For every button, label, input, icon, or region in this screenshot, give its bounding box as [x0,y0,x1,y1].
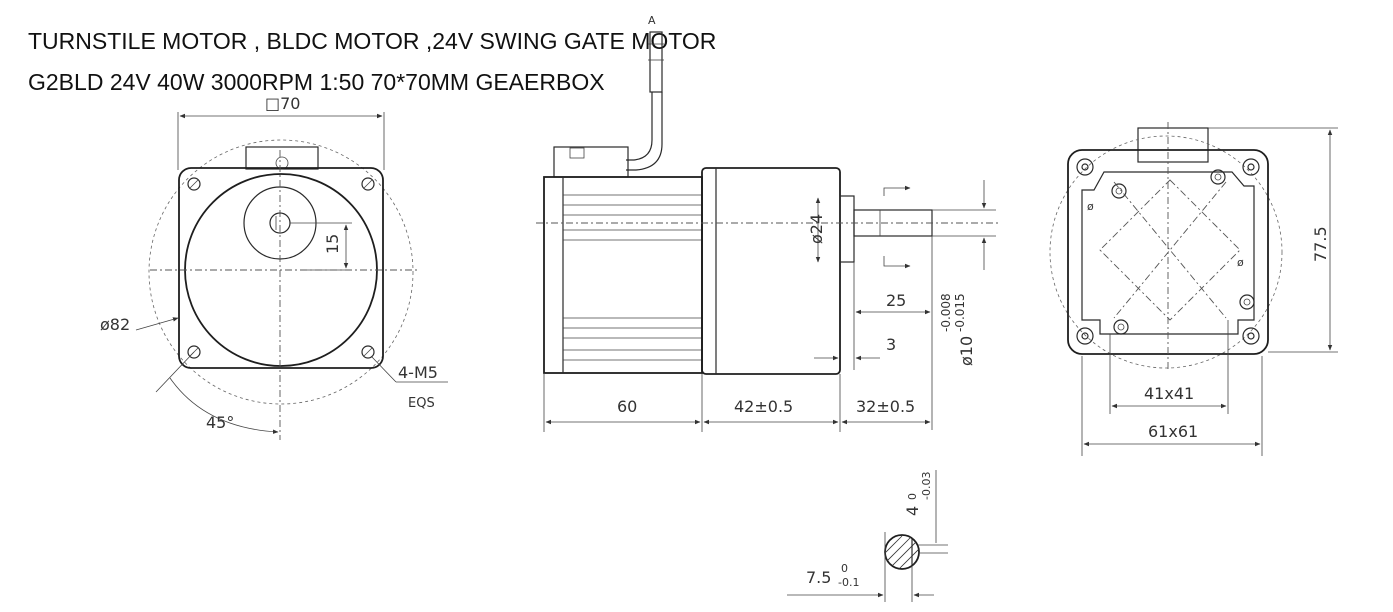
side-step-label: 3 [886,335,896,354]
side-connector-label: A [648,14,656,27]
rear-connector-box [1137,127,1209,163]
front-width-label: □70 [265,94,300,113]
shaft-key-width-label: 4 [903,506,922,516]
side-shaft-total-label: 32±0.5 [856,397,915,416]
front-diameter-leader [135,317,179,331]
side-gearbox [701,167,841,375]
front-offset-label: 15 [323,234,342,254]
front-angle-label: 45° [206,413,234,432]
front-diameter-label: ø82 [100,315,130,334]
svg-text:ø: ø [1237,256,1244,269]
side-section-marker-top [883,185,911,196]
front-angle-ref-line [155,351,195,393]
shaft-key-tol-upper: 0 [906,493,919,500]
front-view: □70 15 ø82 45° [100,94,448,440]
shaft-key-tol-lower: -0.03 [920,472,933,500]
rear-diagonal-1 [1113,181,1227,319]
front-pcd-circle [148,139,414,405]
side-gearbox-length-label: 42±0.5 [734,397,793,416]
rear-height-label: 77.5 [1311,226,1330,262]
rear-corner-holes [1076,158,1260,345]
side-view: A ø24 [536,14,1000,432]
shaft-section: 4 0 -0.03 7.5 0 -0.1 [787,470,948,602]
rear-outer-circle [1049,135,1283,369]
front-holes-leader [370,355,397,383]
side-shaft-dia-label: ø10 [957,336,976,366]
side-shaft-length-label: 25 [886,291,906,310]
rear-inner-width-label: 41x41 [1144,384,1194,403]
svg-text:ø: ø [1087,200,1094,213]
front-holes-label: 4-M5 [398,363,438,382]
front-angle-arc [169,377,279,434]
side-connector-latch [569,147,585,159]
title-line-2: G2BLD 24V 40W 3000RPM 1:50 70*70MM GEAER… [28,69,605,95]
rear-view: ø ø 77.5 41x41 61x61 [1049,122,1338,456]
front-holes-sub-label: EQS [408,396,435,411]
side-gearbox-boss [839,195,855,263]
front-connector-screw [275,156,289,170]
side-motor-fins [563,194,702,361]
shaft-flat-tol-upper: 0 [841,562,848,575]
front-flange-square [178,167,384,369]
rear-flange-inner [1081,171,1255,335]
side-shaft-tol-lower: -0.015 [953,293,967,332]
front-connector-tab [245,146,319,170]
rear-inner-screws [1111,169,1255,335]
shaft-flat-tol-lower: -0.1 [838,576,859,589]
side-cable-inner [626,92,663,171]
title-line-1: TURNSTILE MOTOR , BLDC MOTOR ,24V SWING … [28,28,717,54]
side-motor-length-label: 60 [617,397,637,416]
rear-diagonal-2 [1113,181,1227,319]
side-boss-label: ø24 [807,214,826,244]
side-motor-body [543,176,703,374]
rear-diagonal-square [1099,179,1241,321]
side-section-marker-bottom [883,256,911,269]
rear-outer-width-label: 61x61 [1148,422,1198,441]
side-cable-outer [626,92,653,161]
side-shaft-tol-upper: -0.008 [939,293,953,332]
side-connector-plug [649,31,663,93]
shaft-flat-label: 7.5 [806,568,831,587]
side-connector-housing [553,146,629,178]
